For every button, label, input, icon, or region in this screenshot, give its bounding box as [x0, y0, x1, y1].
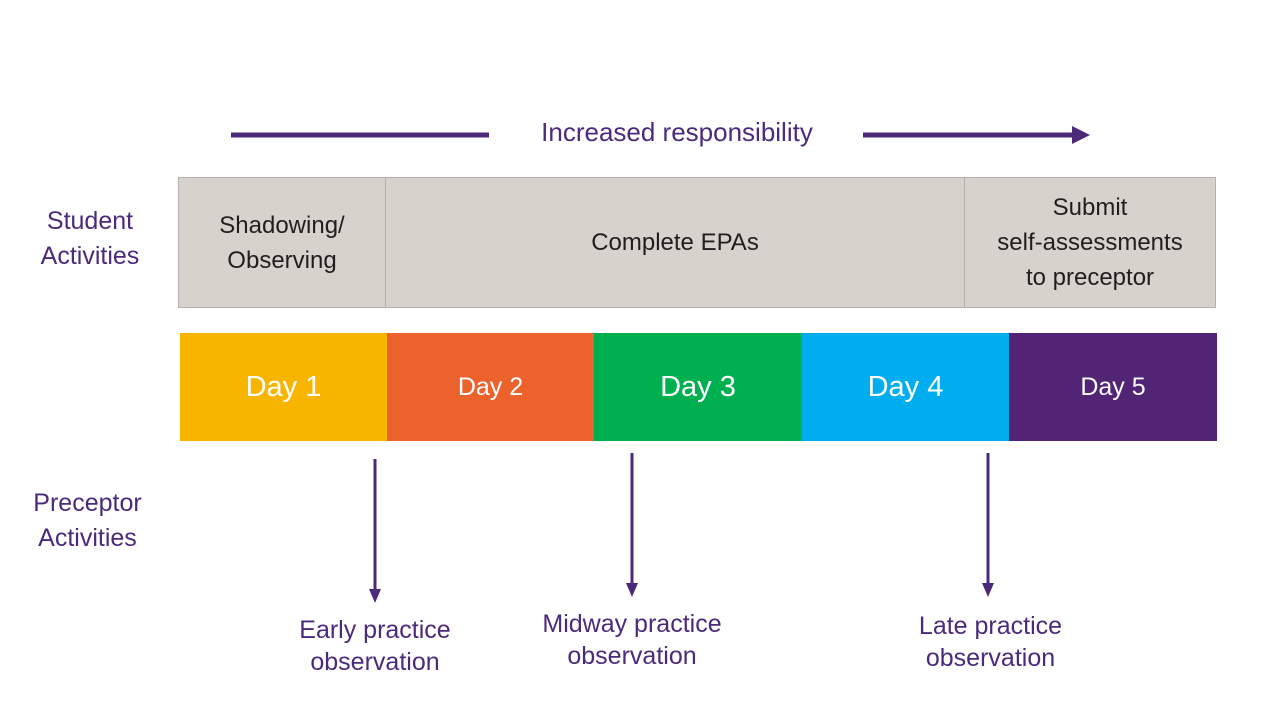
- observation-arrow-late: [982, 453, 994, 597]
- activity-label-epas: Complete EPAs: [591, 229, 759, 256]
- responsibility-label: Increased responsibility: [541, 117, 813, 147]
- preceptor-activities-label: Preceptor Activities: [33, 489, 142, 552]
- day-label-1: Day 1: [245, 370, 322, 403]
- day-block-4: Day 4: [802, 333, 1009, 441]
- day-block-2: Day 2: [387, 333, 594, 441]
- observation-arrow-early: [369, 459, 381, 603]
- activity-label-self-assessment: Submit self-assessments to preceptor: [997, 194, 1183, 291]
- student-activities-label: Student Activities: [40, 207, 140, 270]
- observation-label-early: Early practice observation: [299, 616, 451, 676]
- observation-label-late: Late practice observation: [918, 612, 1063, 672]
- responsibility-arrowhead: [1072, 126, 1090, 144]
- activity-label-shadowing: Shadowing/ Observing: [219, 211, 345, 274]
- day-block-3: Day 3: [594, 333, 802, 441]
- activity-box-shadowing: Shadowing/ Observing: [178, 177, 386, 308]
- day-label-3: Day 3: [660, 370, 736, 403]
- observation-arrow-midway: [626, 453, 638, 597]
- activity-box-epas: Complete EPAs: [385, 177, 965, 308]
- observation-label-midway: Midway practice observation: [542, 610, 722, 670]
- day-block-1: Day 1: [180, 333, 387, 441]
- day-block-5: Day 5: [1009, 333, 1217, 441]
- day-label-4: Day 4: [867, 370, 944, 403]
- day-label-2: Day 2: [457, 372, 524, 401]
- activity-box-self-assessment: Submit self-assessments to preceptor: [964, 177, 1216, 308]
- day-label-5: Day 5: [1080, 372, 1146, 401]
